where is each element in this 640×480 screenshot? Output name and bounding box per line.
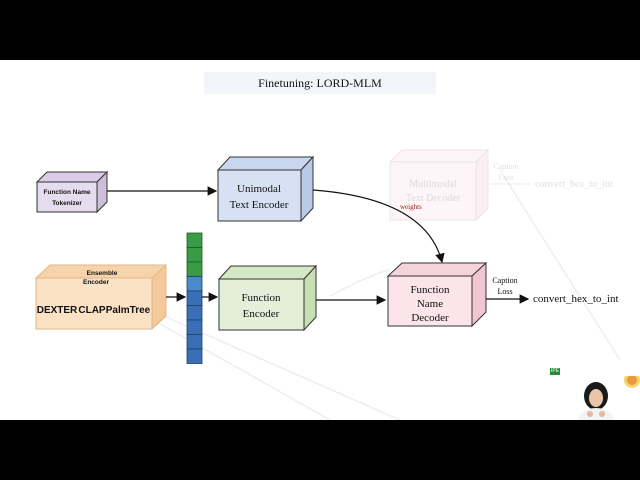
svg-text:Caption: Caption	[493, 162, 518, 171]
unimodal-text-encoder-box: Unimodal Text Encoder	[216, 155, 315, 223]
caption-loss: Caption Loss	[492, 276, 517, 296]
decoder-label-1: Function	[410, 284, 450, 296]
ensemble-member-dexter: DEXTER	[37, 305, 78, 316]
unimodal-label-2: Text Encoder	[230, 199, 289, 211]
multimodal-label-2: Text Decoder	[406, 193, 461, 204]
function-encoder-box: Function Encoder	[217, 264, 318, 332]
ensemble-encoder-box: Ensemble Encoder DEXTER CLAP PalmTree	[34, 263, 168, 331]
video-letterbox-top	[0, 0, 640, 60]
ensemble-member-clap: CLAP	[78, 305, 106, 316]
svg-text:Loss: Loss	[498, 173, 513, 182]
tokenizer-box: Function Name Tokenizer	[35, 170, 109, 214]
ensemble-label-1: Ensemble	[87, 270, 118, 277]
architecture-diagram: Multimodal Text Decoder Caption Loss con…	[34, 148, 621, 420]
slide: Finetuning: LORD-MLM Multimodal Text Dec…	[0, 60, 640, 420]
caption-loss-faded: Caption Loss convert_hex_to_int	[490, 162, 613, 190]
decoder-label-2: Name	[417, 298, 443, 310]
arrow-unimodal-to-decoder	[312, 189, 445, 264]
tokenizer-label-1: Function Name	[44, 189, 91, 196]
presenter-badge: IPE	[550, 368, 560, 375]
presenter-webcam	[568, 376, 640, 420]
multimodal-label-1: Multimodal	[409, 179, 456, 190]
caption-loss-label-1: Caption	[492, 276, 517, 285]
output-faded: convert_hex_to_int	[535, 179, 613, 190]
function-encoder-label-1: Function	[241, 292, 281, 304]
weights-label: weights	[400, 203, 422, 211]
ensemble-member-palmtree: PalmTree	[106, 305, 151, 316]
function-encoder-label-2: Encoder	[243, 308, 280, 320]
tokenizer-label-2: Tokenizer	[52, 200, 82, 207]
unimodal-label-1: Unimodal	[237, 183, 281, 195]
function-name-decoder-box: Function Name Decoder	[386, 261, 488, 328]
embedding-vector	[186, 232, 203, 364]
ensemble-label-2: Encoder	[83, 279, 109, 286]
multimodal-decoder-faded: Multimodal Text Decoder	[388, 148, 490, 222]
caption-loss-label-2: Loss	[497, 287, 512, 296]
output-text: convert_hex_to_int	[533, 293, 619, 305]
decoder-label-3: Decoder	[411, 312, 449, 324]
video-letterbox-bottom	[0, 420, 640, 480]
slide-title: Finetuning: LORD-MLM	[204, 72, 436, 94]
